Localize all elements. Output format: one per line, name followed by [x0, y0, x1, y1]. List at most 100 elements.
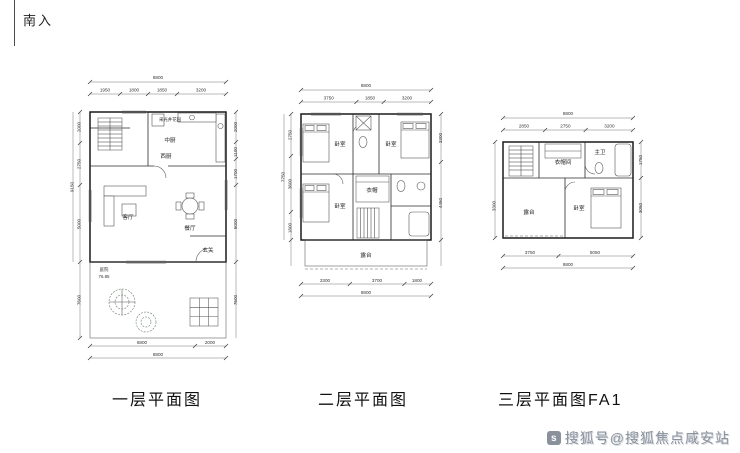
plan-1-title: 一层平面图	[112, 392, 203, 409]
door-arc	[564, 181, 576, 193]
dimension-left: 3300	[492, 139, 498, 241]
room-label: 中厨	[164, 136, 176, 144]
dimension-top: 8800 2850 2750 3200	[500, 111, 636, 133]
room-label: 玄关	[202, 246, 214, 254]
dimension-bottom: 3300 3700 1800 8800	[298, 278, 434, 299]
dim-label: 1750	[638, 154, 643, 165]
dim-label: 1950	[100, 88, 111, 93]
staircase-icon	[97, 117, 123, 151]
dim-label: 4450	[438, 197, 443, 208]
dim-label: 9150	[70, 181, 75, 192]
bathtub-icon	[614, 143, 632, 177]
dimension-top: 8800 1950 1800 1850 3200	[87, 75, 229, 97]
floor-plan-2-drawing: 8800 3750 1850 3200 7750 2750 3600 1800 …	[281, 83, 444, 299]
dim-label: 5000	[77, 218, 82, 229]
dimension-bottom: 3750 5050 8800	[500, 250, 636, 271]
room-label: 卧室	[334, 140, 346, 148]
dim-label: 2850	[519, 124, 530, 129]
room-label: 卧室	[573, 204, 585, 212]
room-label: 衣帽	[366, 186, 378, 194]
dim-label: 8800	[361, 83, 372, 88]
dim-label: 1850	[157, 88, 168, 93]
dim-label: 7600	[77, 294, 82, 305]
closet-icon	[355, 175, 390, 203]
kitchen-fixtures	[151, 112, 226, 163]
window-symbols	[88, 110, 228, 264]
dim-label: 3300	[438, 132, 443, 143]
toilet-icon	[594, 162, 604, 174]
dim-label: 1800	[129, 88, 140, 93]
floor-plan-1: 8800 1950 1800 1850 3200 9150 2000 2750 …	[70, 70, 245, 375]
dim-label: 1850	[365, 96, 376, 101]
bed-icon	[302, 123, 330, 163]
watermark-text: 搜狐号@搜狐焦点咸安站	[564, 430, 730, 446]
dim-label: 1100	[233, 147, 238, 157]
dim-label: 3200	[196, 88, 207, 93]
coffee-table-icon	[121, 203, 137, 217]
dim-label: 6800	[137, 340, 148, 345]
door-arc	[195, 247, 211, 263]
watermark: s 搜狐号@搜狐焦点咸安站	[546, 428, 730, 448]
bathroom-fixtures	[594, 143, 632, 177]
window-symbols	[299, 112, 423, 218]
bathroom-fixtures	[355, 115, 430, 237]
dim-label: 5050	[590, 250, 601, 255]
dim-label: 3200	[604, 124, 615, 129]
staircase-icon	[356, 207, 380, 239]
floor-plan-3: 8800 2850 2750 3200 3300 1750 3050	[487, 106, 647, 296]
room-label: 西厨	[160, 153, 172, 160]
dimension-bottom: 6800 2000 8800	[87, 340, 229, 361]
room-label: 露台	[360, 251, 372, 259]
dimension-left: 7750 2750 3600 1800	[281, 111, 294, 266]
orientation-label: 南入	[23, 13, 54, 28]
closet-icon	[544, 143, 582, 159]
dim-label: 8800	[153, 75, 164, 80]
room-label: 主卫	[594, 148, 606, 156]
bed-icon	[590, 187, 622, 229]
sohu-logo-icon: s	[546, 431, 561, 445]
dim-label: 8800	[563, 262, 574, 267]
dim-label: 2000	[77, 121, 82, 132]
dimension-right: 2000 1100 1700 5000 7600	[233, 109, 239, 338]
dim-label: 1800	[288, 222, 293, 233]
dim-label: 3700	[372, 278, 383, 283]
sofa-icon	[103, 185, 147, 227]
dim-label: 3050	[638, 202, 643, 213]
dim-label: 3750	[525, 250, 536, 255]
staircase-icon	[508, 145, 534, 177]
floor-plan-2: 8800 3750 1850 3200 7750 2750 3600 1800 …	[281, 78, 451, 328]
dimension-left: 9150 2000 2750 5000 7600	[70, 109, 83, 341]
room-label: 餐厅	[184, 224, 196, 232]
dim-label: 8800	[563, 111, 574, 116]
dim-label: 2000	[233, 121, 238, 132]
plan-3-title: 三层平面图FA1	[498, 392, 623, 409]
interior-walls	[90, 112, 226, 263]
bed-icon	[400, 121, 430, 159]
dim-label: 3600	[288, 178, 293, 189]
door-arc	[584, 163, 596, 175]
room-label: 庭院	[100, 266, 109, 273]
dim-label: 2750	[560, 124, 571, 129]
dim-label: 1800	[412, 278, 423, 283]
fridge-icon	[151, 113, 165, 127]
dim-label: 2750	[77, 158, 82, 169]
dimension-right: 3300 4450	[438, 111, 444, 266]
dim-label: 8800	[361, 290, 372, 295]
room-label: 露台	[523, 208, 535, 216]
dim-label: 5000	[233, 218, 238, 229]
terrace: 露台	[304, 239, 428, 270]
door-arc	[153, 165, 167, 179]
floor-plan-1-drawing: 8800 1950 1800 1850 3200 9150 2000 2750 …	[70, 75, 239, 361]
door-arc	[332, 173, 344, 185]
garden-boundary	[89, 261, 227, 339]
room-label: 76.85	[99, 274, 111, 279]
bed-icon	[302, 183, 330, 223]
dim-label: 3750	[324, 96, 335, 101]
dimension-right: 1750 3050	[638, 139, 644, 241]
bathtub-icon	[408, 211, 430, 237]
dim-label: 2750	[288, 129, 293, 140]
dim-label: 3200	[402, 96, 413, 101]
plan-2-title: 二层平面图	[318, 392, 409, 409]
grid-pergola-icon	[189, 297, 219, 327]
room-label: 卧室	[334, 202, 346, 210]
